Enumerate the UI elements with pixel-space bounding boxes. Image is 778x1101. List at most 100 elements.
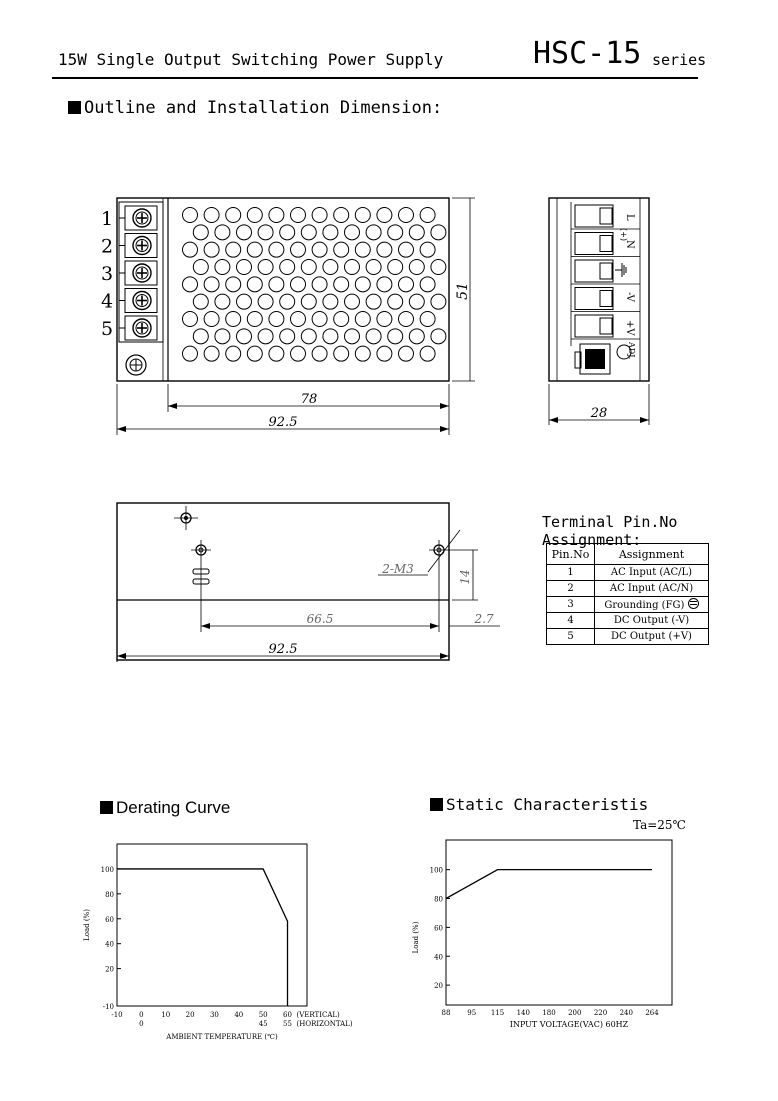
vent-hole [354,276,371,293]
y-tick-label: 20 [434,982,443,990]
vent-hole [365,259,382,276]
vent-hole [376,276,393,293]
vent-hole [354,345,371,362]
side-label-l: L [624,214,635,221]
vent-hole [398,345,414,362]
vent-hole [311,345,328,362]
assignment-cell: DC Output (+V) [594,628,709,645]
vent-hole [398,207,414,223]
vent-hole [290,207,306,223]
vent-hole [268,207,285,223]
vent-hole [408,328,425,345]
vent-hole [214,259,231,276]
pin-number: 4 [101,291,113,313]
bullet-square-icon [68,101,81,114]
vent-hole [300,259,317,276]
vent-hole [322,224,339,241]
vent-hole [192,259,209,276]
outline-heading: Outline and Installation Dimension: [68,98,442,118]
vent-hole [387,224,404,241]
outline-heading-text: Outline and Installation Dimension: [84,98,443,118]
pin-cell: 3 [546,596,595,613]
vent-hole [430,259,447,276]
vent-hole [300,293,317,310]
vent-hole [257,328,274,345]
vent-hole [182,345,198,362]
bullet-square-icon [430,798,443,811]
vent-hole [344,293,360,310]
vent-hole [225,345,242,362]
vent-hole [268,345,285,362]
dim-2-7: 2.7 [473,612,493,626]
vent-hole [214,224,231,241]
vent-hole [246,345,263,362]
x-tick-label: 220 [594,1009,607,1017]
vent-hole [333,311,350,328]
side-label-pos: +V [624,320,635,336]
vent-hole [236,328,252,345]
screw-icon [132,290,152,311]
x-tick-label: 264 [645,1009,659,1017]
x-tick-label-horizontal: 45 [259,1020,268,1028]
vent-hole [387,293,404,310]
vent-hole [311,207,328,223]
vent-hole [311,276,328,293]
y-tick-label: 80 [105,891,114,899]
model-name: HSC-15 [533,36,642,71]
table-header-row: Pin.No Assignment [546,543,709,565]
vent-hole [182,241,198,258]
assignment-text: Grounding (FG) [604,600,685,611]
vent-hole [257,224,274,241]
x-tick-label: 60 [283,1011,292,1019]
vent-hole [300,224,317,241]
vent-hole [236,259,252,276]
static-heading: Static Characteristis [430,795,648,814]
vent-hole [236,293,252,310]
y-tick-label: 60 [105,916,114,924]
hole-label: 2-M3 [381,562,414,576]
derating-heading: Derating Curve [100,798,230,818]
vent-hole [322,293,339,310]
vent-hole [268,311,285,328]
side-view: L N (+) -V +V ADJ. [548,197,650,382]
vent-hole [311,241,328,258]
pin-number: 1 [101,208,113,230]
x-tick-label-horizontal: 0 [139,1020,143,1028]
x-tick-label: 115 [491,1009,504,1017]
vent-hole [387,259,404,276]
vent-hole [398,311,414,328]
vent-hole [246,207,263,223]
vent-hole [279,328,296,345]
horizontal-note: (HORIZONTAL) [297,1020,353,1028]
x-tick-label: 40 [234,1011,243,1019]
x-tick-label: 240 [620,1009,633,1017]
vent-hole [322,259,339,276]
x-tick-label: 140 [517,1009,530,1017]
vent-hole [268,241,285,258]
vent-hole [225,207,242,223]
screw-icon [132,208,152,228]
vent-hole [246,276,263,293]
vent-hole [398,241,414,258]
vent-hole [192,328,209,345]
vent-hole [365,293,382,310]
x-tick-label: 50 [259,1011,268,1019]
table-row: 3 Grounding (FG) [546,596,709,613]
vertical-note: (VERTICAL) [297,1011,341,1019]
vent-hole [430,224,447,241]
vent-hole [246,311,263,328]
vent-hole [182,207,198,223]
vent-hole [354,311,371,328]
vent-hole [419,276,436,293]
vent-hole [290,311,306,328]
vent-hole [203,241,220,258]
document-title: 15W Single Output Switching Power Supply [58,50,444,69]
pin-number: 3 [101,263,113,285]
side-label-n: N [624,240,635,249]
vent-hole [257,293,274,310]
vent-hole [419,311,436,328]
